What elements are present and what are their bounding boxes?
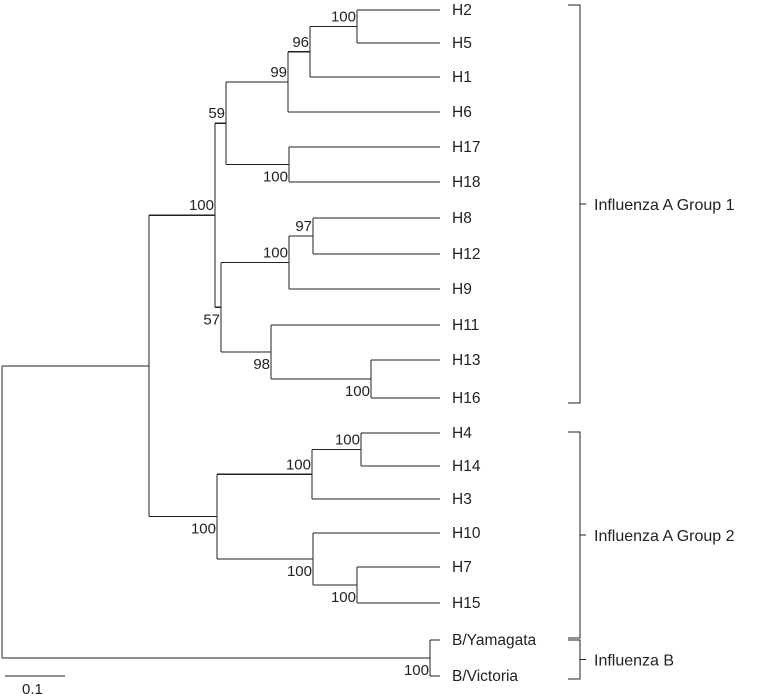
leaf-label-h13: H13 — [452, 352, 480, 369]
bootstrap-label: 100 — [263, 245, 288, 262]
bootstrap-label: 100 — [331, 589, 356, 606]
leaf-label-h6: H6 — [452, 104, 472, 121]
leaf-label-h2: H2 — [452, 2, 472, 19]
bootstrap-label: 59 — [208, 105, 225, 122]
bootstrap-label: 100 — [287, 563, 312, 580]
group-bracket-gb — [568, 639, 586, 680]
bootstrap-label: 100 — [263, 169, 288, 186]
scale-bar: 0.1 — [5, 675, 65, 698]
leaf-label-h5: H5 — [452, 35, 472, 52]
leaf-label-h1: H1 — [452, 69, 472, 86]
bootstrap-label: 97 — [295, 218, 312, 235]
leaf-label-h7: H7 — [452, 559, 472, 576]
group-label-g2: Influenza A Group 2 — [594, 528, 735, 545]
group-brackets: Influenza A Group 1 Influenza A Group 2 In… — [568, 4, 735, 680]
bootstrap-label: 100 — [331, 9, 356, 26]
leaf-label-h9: H9 — [452, 281, 472, 298]
leaf-label-h14: H14 — [452, 458, 481, 475]
leaf-label-h15: H15 — [452, 595, 480, 612]
leaf-label-h4: H4 — [452, 425, 472, 442]
bootstrap-label: 98 — [253, 356, 270, 373]
scale-bar-label: 0.1 — [22, 681, 43, 698]
leaf-label-h17: H17 — [452, 139, 480, 156]
bootstrap-label: 57 — [203, 311, 220, 328]
leaf-label-h8: H8 — [452, 210, 472, 227]
leaf-label-h3: H3 — [452, 491, 472, 508]
group-bracket-g2 — [568, 431, 586, 639]
bootstrap-label: 100 — [404, 662, 429, 679]
leaf-label-h10: H10 — [452, 525, 481, 542]
bootstrap-label: 96 — [292, 34, 309, 51]
bootstrap-label: 100 — [191, 521, 216, 538]
leaf-label-h18: H18 — [452, 174, 480, 191]
group-bracket-g1 — [568, 4, 586, 404]
bootstrap-labels: 100 96 99 100 59 97 100 100 98 57 100 100 100 100 100 1… — [189, 9, 429, 680]
leaf-label-bv: B/Victoria — [452, 668, 518, 685]
bootstrap-label: 100 — [286, 456, 311, 473]
group-label-gb: Influenza B — [594, 653, 674, 670]
leaf-label-h12: H12 — [452, 246, 480, 263]
bootstrap-label: 100 — [335, 432, 360, 449]
leaf-labels: H2H5H1H6H17H18H8H12H9H11H13H16H4H14H3H10… — [452, 2, 537, 685]
bootstrap-label: 100 — [345, 383, 370, 400]
leaf-label-h11: H11 — [452, 317, 479, 334]
tree-branches — [1, 9, 440, 677]
leaf-label-h16: H16 — [452, 390, 480, 407]
bootstrap-label: 99 — [270, 64, 287, 81]
leaf-label-by: B/Yamagata — [452, 632, 537, 649]
bootstrap-label: 100 — [189, 197, 214, 214]
group-label-g1: Influenza A Group 1 — [594, 197, 735, 214]
